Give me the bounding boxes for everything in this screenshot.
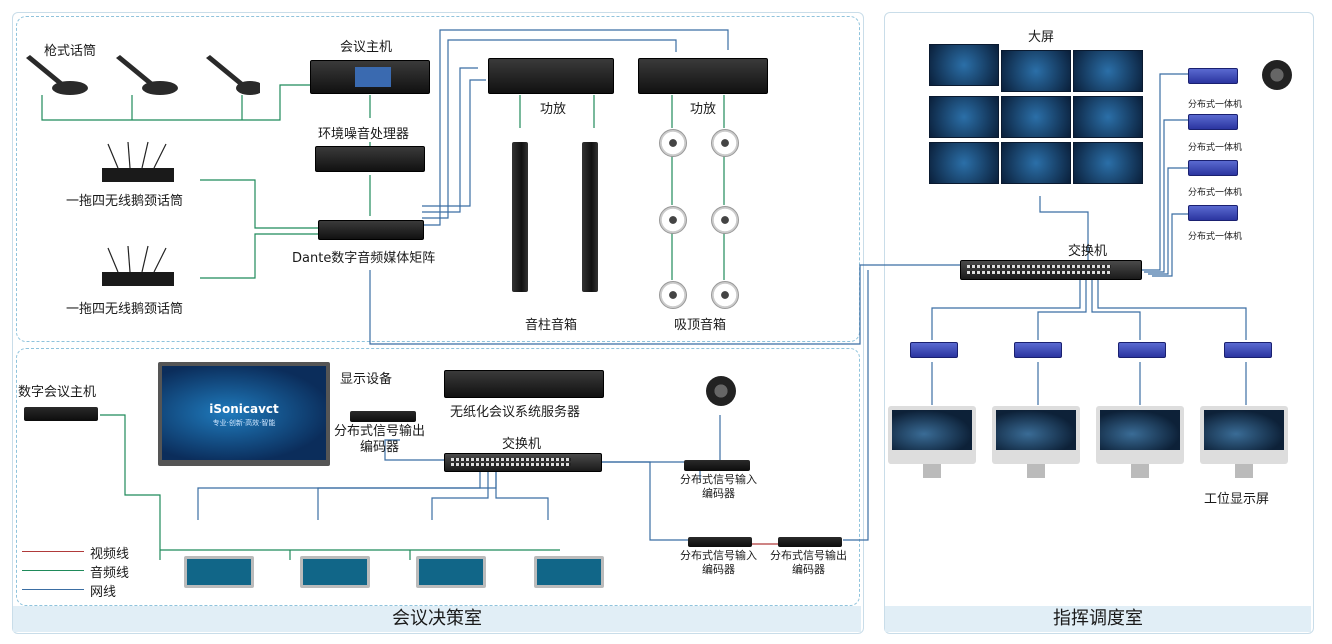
all-in-one-1-label: 分布式一体机 xyxy=(1188,100,1243,110)
noise-processor-device xyxy=(315,146,425,172)
workstation-box-2 xyxy=(1014,342,1062,358)
wireless-mic-icon-2 xyxy=(102,245,174,286)
tv-slogan: 专业·创新·高效·智能 xyxy=(212,419,276,427)
amplifier-1-device xyxy=(488,58,614,94)
digital-conf-host-device xyxy=(24,407,98,421)
conference-host-label: 会议主机 xyxy=(340,40,393,55)
gooseneck-mic-icon xyxy=(26,55,260,95)
legend-network-line xyxy=(22,589,84,590)
workstation-monitor-1 xyxy=(888,406,976,478)
encoder-in-1-device xyxy=(684,460,750,471)
amplifier-2-device xyxy=(638,58,768,94)
legend-network-label: 网线 xyxy=(90,585,117,600)
paperless-server-device xyxy=(444,370,604,398)
ceiling-speaker-4 xyxy=(711,206,739,234)
ceiling-speaker-6 xyxy=(711,281,739,309)
ceiling-speaker-2 xyxy=(711,129,739,157)
room-label-left: 会议决策室 xyxy=(13,606,861,632)
ceiling-speaker-3 xyxy=(659,206,687,234)
room-decision xyxy=(12,12,864,634)
wireless-mic-label-2: 一拖四无线鹅颈话筒 xyxy=(66,302,184,317)
legend-audio-line xyxy=(22,570,84,571)
camera-right xyxy=(1262,60,1292,90)
paperless-terminal-3 xyxy=(416,556,486,588)
big-screen-label: 大屏 xyxy=(1028,30,1055,45)
legend-video-label: 视频线 xyxy=(90,547,130,562)
switch-right-device xyxy=(960,260,1142,280)
workstation-monitor-3 xyxy=(1096,406,1184,478)
tv-brand: iSonicavct xyxy=(209,402,279,416)
encoder-in-2-device xyxy=(688,537,752,547)
camera-left xyxy=(706,376,736,406)
workstation-screen-label: 工位显示屏 xyxy=(1204,492,1270,507)
paperless-server-label: 无纸化会议系统服务器 xyxy=(450,405,581,420)
all-in-one-2-device xyxy=(1188,114,1238,130)
dante-matrix-device xyxy=(318,220,424,240)
wireless-mic-label-1: 一拖四无线鹅颈话筒 xyxy=(66,194,184,209)
ceiling-speaker-1 xyxy=(659,129,687,157)
wireless-mic-icon-1 xyxy=(102,141,174,182)
column-speaker-1 xyxy=(512,142,528,292)
encoder-out-1-device xyxy=(350,411,416,422)
display-device-screen: iSonicavct 专业·创新·高效·智能 xyxy=(158,362,330,466)
gooseneck-mic-label: 枪式话筒 xyxy=(44,44,97,59)
audio-zone xyxy=(16,16,860,342)
encoder-in-1-label: 分布式信号输入 编码器 xyxy=(680,473,757,500)
workstation-monitor-2 xyxy=(992,406,1080,478)
encoder-out-2-label: 分布式信号输出 编码器 xyxy=(770,549,847,576)
paperless-terminal-2 xyxy=(300,556,370,588)
conference-host-device xyxy=(310,60,430,94)
noise-processor-label: 环境噪音处理器 xyxy=(318,127,410,142)
all-in-one-1-device xyxy=(1188,68,1238,84)
column-speaker-2 xyxy=(582,142,598,292)
all-in-one-2-label: 分布式一体机 xyxy=(1188,143,1243,153)
display-device-label: 显示设备 xyxy=(340,372,393,387)
all-in-one-3-label: 分布式一体机 xyxy=(1188,188,1243,198)
encoder-out-2-device xyxy=(778,537,842,547)
ceiling-speaker-5 xyxy=(659,281,687,309)
switch-left-label: 交换机 xyxy=(502,437,542,452)
dante-matrix-label: Dante数字音频媒体矩阵 xyxy=(292,251,436,266)
encoder-out-1-label: 分布式信号输出 编码器 xyxy=(334,424,426,455)
all-in-one-4-device xyxy=(1188,205,1238,221)
ceiling-speaker-label: 吸顶音箱 xyxy=(674,318,727,333)
switch-left-device xyxy=(444,453,602,472)
digital-conf-host-label: 数字会议主机 xyxy=(18,385,97,400)
workstation-box-4 xyxy=(1224,342,1272,358)
workstation-box-3 xyxy=(1118,342,1166,358)
paperless-terminal-4 xyxy=(534,556,604,588)
encoder-in-2-label: 分布式信号输入 编码器 xyxy=(680,549,757,576)
amplifier-1-label: 功放 xyxy=(540,102,567,117)
all-in-one-4-label: 分布式一体机 xyxy=(1188,232,1243,242)
switch-right-label: 交换机 xyxy=(1068,244,1108,259)
legend-video-line xyxy=(22,551,84,552)
paperless-zone xyxy=(16,348,860,606)
room-label-right: 指挥调度室 xyxy=(885,606,1311,632)
all-in-one-3-device xyxy=(1188,160,1238,176)
workstation-monitor-4 xyxy=(1200,406,1288,478)
paperless-terminal-1 xyxy=(184,556,254,588)
workstation-box-1 xyxy=(910,342,958,358)
legend-audio-label: 音频线 xyxy=(90,566,130,581)
amplifier-2-label: 功放 xyxy=(690,102,717,117)
column-speaker-label: 音柱音箱 xyxy=(525,318,578,333)
